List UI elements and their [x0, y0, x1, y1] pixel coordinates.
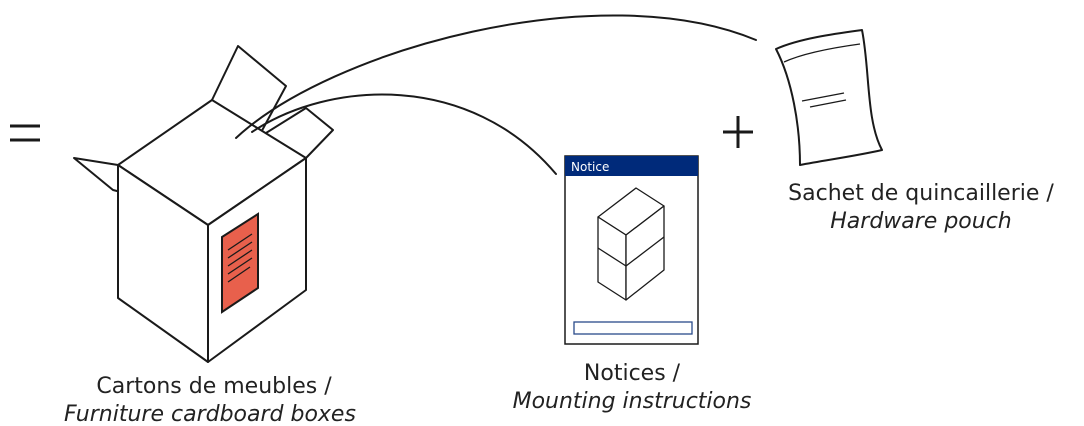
- plus-sign: [723, 116, 753, 148]
- cardboard-box-icon: [73, 45, 334, 363]
- notice-label-english: Mounting instructions: [513, 389, 752, 414]
- notice-label: Notices /: [584, 361, 681, 386]
- hardware-pouch-icon: [775, 29, 883, 166]
- box-label-english: Furniture cardboard boxes: [64, 402, 356, 426]
- equals-sign: [10, 124, 40, 142]
- box-label: Cartons de meubles /: [96, 374, 332, 399]
- connector-curve-to-pouch: [235, 14, 757, 139]
- shipping-label-tag: [221, 212, 259, 314]
- pouch-label-english: Hardware pouch: [830, 209, 1012, 234]
- notice-header-text: Notice: [571, 160, 609, 174]
- notice-booklet-icon: Notice: [564, 155, 699, 345]
- pouch-label: Sachet de quincaillerie /: [788, 181, 1054, 206]
- connector-curve-to-notice: [251, 93, 557, 175]
